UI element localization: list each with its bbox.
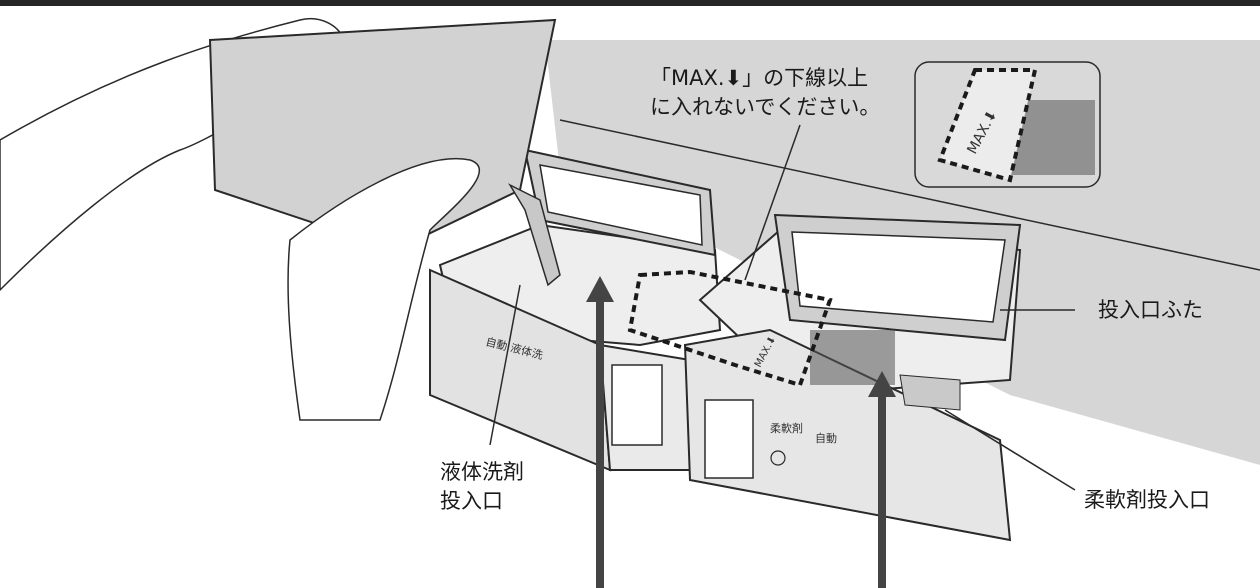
top-bar bbox=[0, 0, 1260, 6]
max-warning-callout: 「MAX.⬇」の下線以上 に入れないでください。 bbox=[650, 64, 880, 122]
flower-icon bbox=[770, 450, 786, 466]
max-detail-inset: MAX.⬇ bbox=[914, 61, 1101, 188]
right-drawer: 柔軟剤 自動 MAX.⬇ bbox=[683, 213, 1022, 542]
leader-liquid bbox=[489, 284, 521, 446]
left-level-window bbox=[611, 364, 663, 446]
right-drawer-front bbox=[683, 328, 1012, 542]
liquid-inlet-line1: 液体洗剤 bbox=[440, 460, 524, 484]
right-drawer-marking-1: 柔軟剤 bbox=[770, 421, 803, 435]
right-level-window bbox=[704, 399, 754, 479]
liquid-detergent-inlet-callout: 液体洗剤 投入口 bbox=[440, 458, 524, 516]
softener-inlet-callout: 柔軟剤投入口 bbox=[1084, 488, 1210, 512]
right-drawer-marking-2: 自動 bbox=[815, 431, 837, 445]
max-highlight bbox=[627, 269, 833, 388]
detergent-stream bbox=[508, 183, 561, 287]
leader-max bbox=[744, 124, 801, 281]
detergent-bottle bbox=[208, 18, 557, 252]
body-edge-line bbox=[559, 119, 1260, 271]
max-warning-line1: 「MAX.⬇」の下線以上 bbox=[650, 66, 869, 90]
leader-softener bbox=[944, 409, 1076, 491]
lid-callout: 投入口ふた bbox=[1098, 298, 1203, 322]
left-drawer: 自動 液体洗 bbox=[429, 148, 722, 472]
hands-with-bottle bbox=[0, 17, 561, 421]
max-warning-line2: に入れないでください。 bbox=[650, 95, 881, 119]
arrow-right bbox=[868, 371, 896, 588]
arrow-left bbox=[586, 276, 614, 588]
liquid-inlet-line2: 投入口 bbox=[440, 489, 503, 513]
